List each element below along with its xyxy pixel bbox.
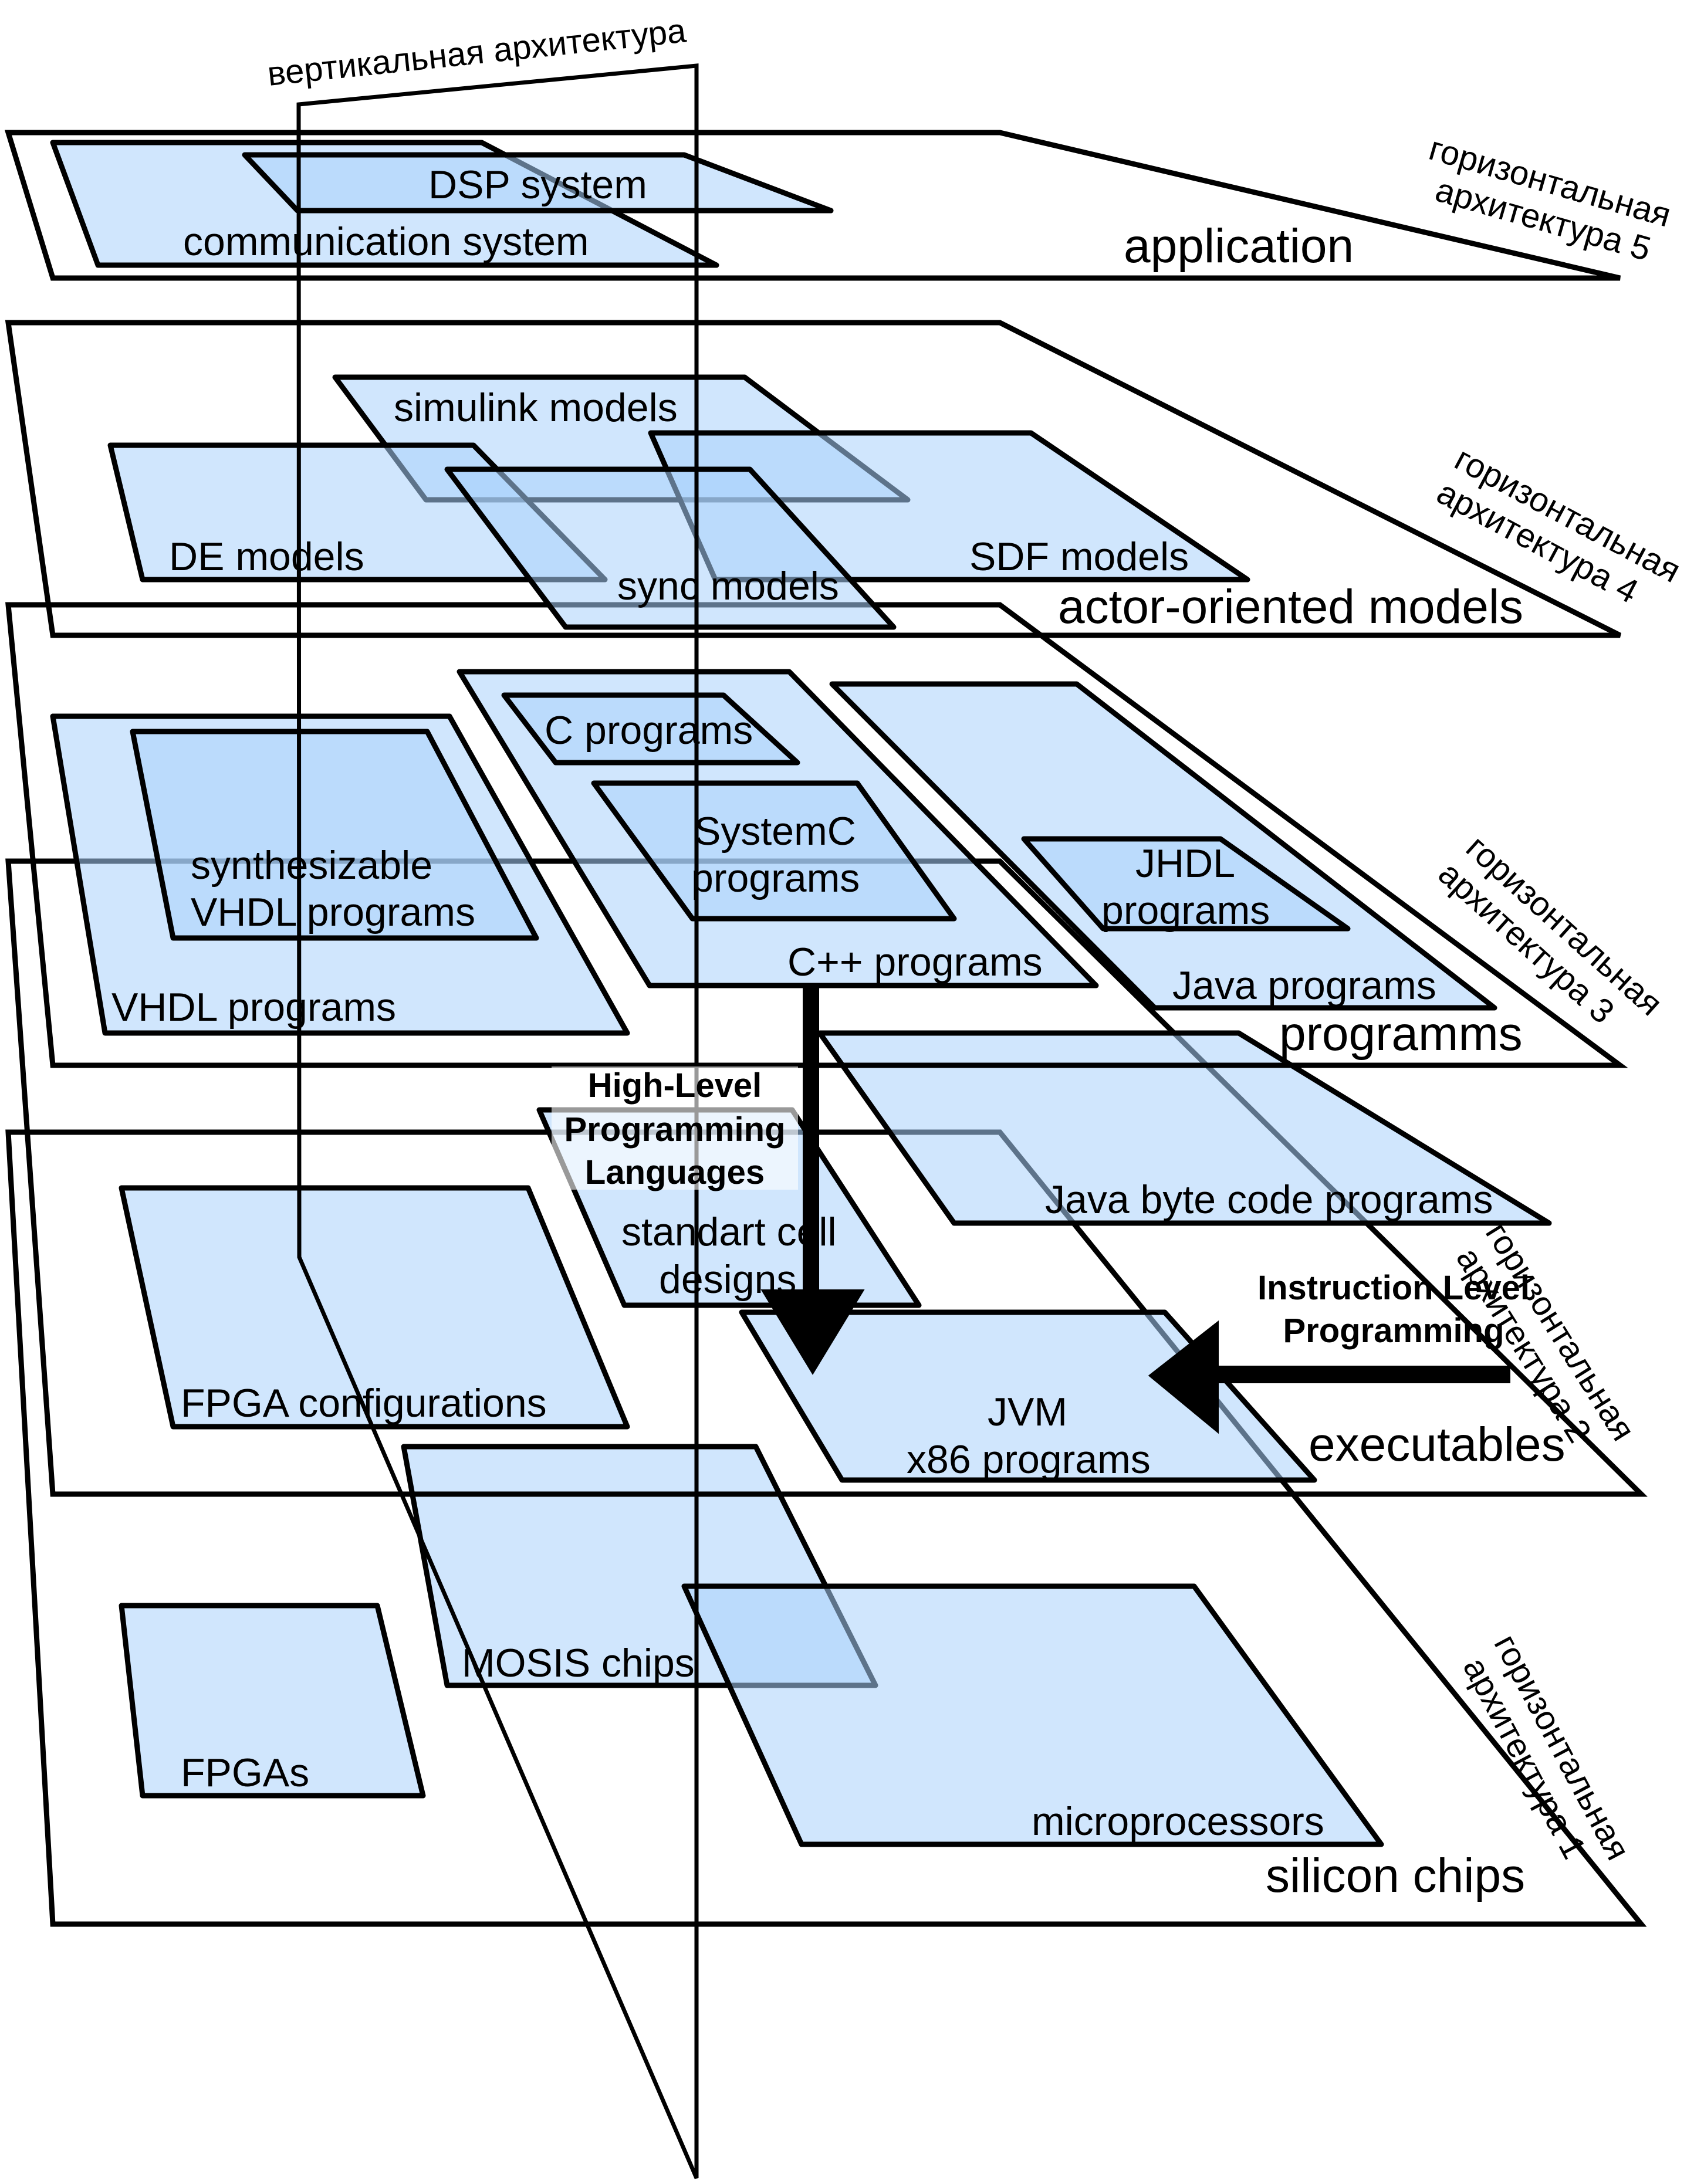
label-java-byte-code: Java byte code programs: [1045, 1177, 1493, 1222]
label-jhdl-programs: programs: [1101, 888, 1270, 933]
label-mosis-chips: MOSIS chips: [462, 1641, 695, 1685]
arrow-down-compile: [760, 987, 865, 1375]
label-languages: Languages: [585, 1153, 765, 1191]
plane-application: [4, 130, 1621, 281]
layer-silicon-chips: FPGAs MOSIS chips microprocessors silico…: [5, 1129, 1647, 1927]
label-high-level: High-Level: [588, 1066, 762, 1105]
arrow-down-head: [760, 1289, 865, 1375]
region-java-byte-code: [817, 1030, 1552, 1226]
region-c-programs: [501, 692, 800, 766]
label-jhdl: JHDL: [1135, 841, 1235, 886]
arrow-left-shaft: [1208, 1366, 1510, 1383]
region-fpga-configurations: [119, 1185, 630, 1430]
label-standart-cell: standart cell: [621, 1210, 837, 1254]
label-synth-vhdl-programs: VHDL programs: [191, 890, 475, 934]
vertical-plane-outline: [296, 63, 699, 2179]
label-communication-system: communication system: [183, 219, 589, 264]
region-jhdl-programs: [1021, 836, 1351, 932]
vertical-architecture-label: вертикальная архитектура: [266, 11, 688, 93]
layer-label-silicon-chips: silicon chips: [1266, 1849, 1525, 1902]
layer-label-application: application: [1124, 219, 1354, 273]
label-vhdl-programs: VHDL programs: [111, 985, 396, 1030]
arrow-left-head: [1148, 1320, 1219, 1434]
label-de-models: DE models: [169, 534, 364, 579]
label-instruction-programming: Programming: [1283, 1312, 1504, 1350]
layer-application: DSP system communication system applicat…: [4, 129, 1675, 281]
label-programming: Programming: [564, 1110, 785, 1149]
region-sync-models: [444, 466, 897, 630]
region-microprocessors: [681, 1583, 1384, 1847]
arrow-left-instruction: [1148, 1320, 1510, 1434]
label-instruction-level: Instruction Level: [1257, 1269, 1530, 1307]
layer-label-executables: executables: [1309, 1418, 1566, 1471]
label-sync-models: sync models: [617, 564, 839, 608]
layer-programms: VHDL programs synthesizable VHDL program…: [5, 602, 1670, 1068]
label-fpgas: FPGAs: [181, 1750, 309, 1795]
high-level-label-background: [552, 1066, 798, 1190]
layer-label-programms: programms: [1279, 1007, 1523, 1061]
plane-actor-oriented-models: [5, 320, 1622, 638]
label-x86-programs: x86 programs: [907, 1437, 1151, 1482]
region-synthesizable-vhdl: [130, 729, 539, 941]
region-dsp-system: [242, 152, 834, 214]
label-microprocessors: microprocessors: [1032, 1799, 1324, 1844]
region-fpgas: [119, 1603, 426, 1799]
label-synthesizable: synthesizable: [191, 843, 432, 888]
label-systemc-programs: programs: [691, 856, 860, 900]
layer-actor-oriented-models: simulink models DE models SDF models syn…: [5, 320, 1687, 638]
label-simulink-models: simulink models: [394, 385, 678, 430]
label-c-programs: C programs: [545, 708, 753, 753]
label-sdf-models: SDF models: [969, 534, 1189, 579]
annotation-instruction-level: Instruction Level Programming: [1257, 1269, 1530, 1350]
label-java-programs: Java programs: [1172, 963, 1436, 1008]
arrow-down-shaft: [803, 987, 819, 1295]
region-jvm-x86: [739, 1309, 1317, 1483]
label-systemc: SystemC: [694, 809, 856, 854]
label-dsp-system: DSP system: [428, 162, 647, 207]
label-jvm: JVM: [988, 1390, 1067, 1434]
layer-label-actor-oriented-models: actor-oriented models: [1058, 580, 1523, 634]
annotation-high-level: High-Level Programming Languages: [552, 1066, 798, 1191]
region-systemc-programs: [591, 780, 957, 922]
label-cpp-programs: C++ programs: [787, 940, 1043, 984]
